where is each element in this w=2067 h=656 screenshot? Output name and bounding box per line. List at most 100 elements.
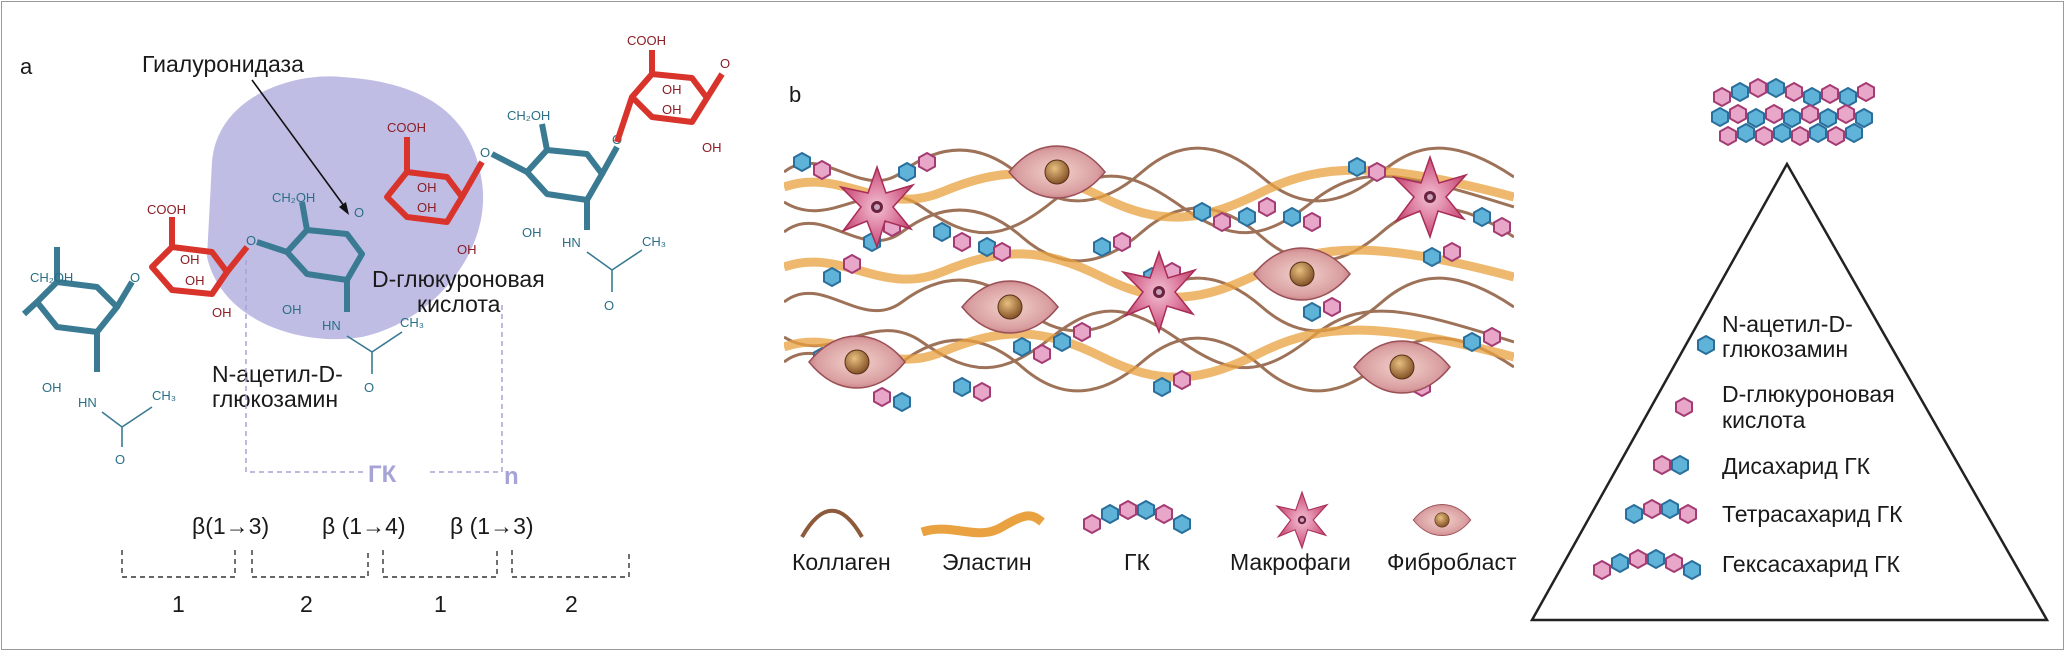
oh-1: OH	[42, 380, 62, 395]
pyramid-item-amine: N-ацетил-D- глюкозамин	[1697, 311, 1853, 362]
hyaluronidase-label: Гиалуронидаза	[142, 51, 304, 77]
acetyl-bond-1	[101, 406, 153, 447]
hn-2: HN	[322, 318, 341, 333]
amine-ring-3	[490, 123, 620, 230]
ch3-1: CH₃	[152, 388, 176, 403]
acid-ring-1	[149, 217, 250, 297]
pyramid-item-hexasaccharide: Гексасахарид ГК	[1593, 549, 1901, 580]
legend-fibroblast-label: Фибробласт	[1387, 549, 1517, 575]
acid-label-line1: D-глюкуроновая	[372, 266, 545, 292]
bond-label-2: β (1→4)	[322, 513, 406, 539]
legend-collagen: Коллаген	[792, 508, 891, 575]
hn-3: HN	[562, 235, 581, 250]
hn-1: HN	[78, 395, 97, 410]
oh-2: OH	[180, 252, 200, 267]
o-1: O	[115, 452, 125, 467]
pyramid-acid-line2: кислота	[1722, 407, 1806, 433]
amine-ring-1	[21, 247, 135, 372]
legend-ha-label: ГК	[1124, 549, 1150, 575]
tetrasaccharide-icon	[1625, 499, 1697, 524]
ha-fragment-cluster-icon	[1711, 78, 1875, 146]
oh-8: OH	[457, 242, 477, 257]
bracket-number-3: 1	[434, 591, 447, 617]
pink-hexagon-icon	[1675, 397, 1693, 417]
oh-12: OH	[702, 140, 722, 155]
repeat-bracket	[245, 260, 503, 473]
pyramid-amine-line1: N-ацетил-D-	[1722, 311, 1853, 337]
panel-a-label: a	[20, 54, 33, 79]
arrow-head-icon	[339, 202, 349, 215]
fibroblast-icon	[1412, 503, 1472, 537]
acid-ring-3	[614, 50, 725, 143]
pyramid-disaccharide-label: Дисахарид ГК	[1722, 453, 1871, 479]
elastin-icon	[920, 511, 1045, 538]
pyramid-item-acid: D-глюкуроновая кислота	[1675, 381, 1895, 433]
bond-label-1: β(1→3)	[192, 513, 269, 539]
acid-label-line2: кислота	[417, 291, 501, 317]
blue-hexagon-icon	[1697, 335, 1715, 355]
oh-10: OH	[662, 82, 682, 97]
legend-elastin: Эластин	[920, 511, 1045, 575]
legend-macrophage-label: Макрофаги	[1230, 549, 1351, 575]
o-link-3: O	[354, 205, 364, 220]
legend-fibroblast: Фибробласт	[1387, 503, 1517, 575]
legend-ha: ГК	[1083, 500, 1191, 575]
pyramid-item-disaccharide: Дисахарид ГК	[1653, 453, 1871, 479]
oh-9: OH	[522, 225, 542, 240]
bracket-number-2: 2	[300, 591, 313, 617]
amine-ring-2	[256, 201, 365, 312]
legend-macrophage: Макрофаги	[1230, 491, 1351, 575]
acetyl-bond-3	[586, 249, 643, 292]
ch2oh-2: CH₂OH	[272, 190, 315, 205]
o-link-1: O	[130, 270, 140, 285]
oh-4: OH	[212, 305, 232, 320]
o-link-2: O	[246, 233, 256, 248]
ha-chain-icon	[1083, 500, 1191, 534]
fibroblast-cell-2	[961, 280, 1059, 334]
ch3-2: CH₃	[400, 315, 424, 330]
o-3: O	[604, 298, 614, 313]
bracket-number-4: 2	[565, 591, 578, 617]
hyaluronidase-arrow	[251, 79, 348, 211]
o-2: O	[364, 380, 374, 395]
acid-ring-2	[384, 137, 485, 225]
ch2oh-3: CH₂OH	[507, 108, 550, 123]
oh-6: OH	[417, 180, 437, 195]
pyramid-tetrasaccharide-label: Тетрасахарид ГК	[1722, 501, 1903, 527]
pyramid-acid-line1: D-глюкуроновая	[1722, 381, 1895, 407]
legend-collagen-label: Коллаген	[792, 549, 891, 575]
macrophage-cell-3	[1393, 156, 1467, 238]
amine-label-line2: глюкозамин	[212, 386, 338, 412]
bond-label-3: β (1→3)	[450, 513, 534, 539]
ch2oh-1: CH₂OH	[30, 270, 73, 285]
oh-3: OH	[185, 273, 205, 288]
oh-11: OH	[662, 102, 682, 117]
fibroblast-cell-5	[1353, 340, 1451, 394]
fibroblast-cell-4	[1253, 247, 1351, 301]
unit-brackets	[121, 550, 630, 578]
amine-label-line1: N-ацетил-D-	[212, 361, 343, 387]
oh-5: OH	[282, 302, 302, 317]
pyramid-outline	[1529, 161, 2050, 622]
pyramid-item-tetrasaccharide: Тетрасахарид ГК	[1625, 499, 1903, 527]
cooh-3: COOH	[627, 33, 666, 48]
cooh-2: COOH	[387, 120, 426, 135]
hexasaccharide-icon	[1593, 549, 1701, 580]
disaccharide-icon	[1653, 455, 1689, 475]
repeat-n: n	[504, 463, 519, 490]
pyramid-hexasaccharide-label: Гексасахарид ГК	[1722, 551, 1901, 577]
o-link-6: O	[720, 56, 730, 71]
acetyl-bond-2	[346, 331, 403, 374]
cooh-1: COOH	[147, 202, 186, 217]
oh-7: OH	[417, 200, 437, 215]
panel-b-label: b	[789, 82, 801, 107]
legend-elastin-label: Эластин	[942, 549, 1032, 575]
ch3-3: CH₃	[642, 234, 666, 249]
extracellular-matrix-illustration	[784, 145, 1514, 412]
macrophage-icon	[1276, 491, 1328, 549]
pyramid-amine-line2: глюкозамин	[1722, 336, 1848, 362]
bracket-number-1: 1	[172, 591, 185, 617]
o-link-4: O	[480, 145, 490, 160]
